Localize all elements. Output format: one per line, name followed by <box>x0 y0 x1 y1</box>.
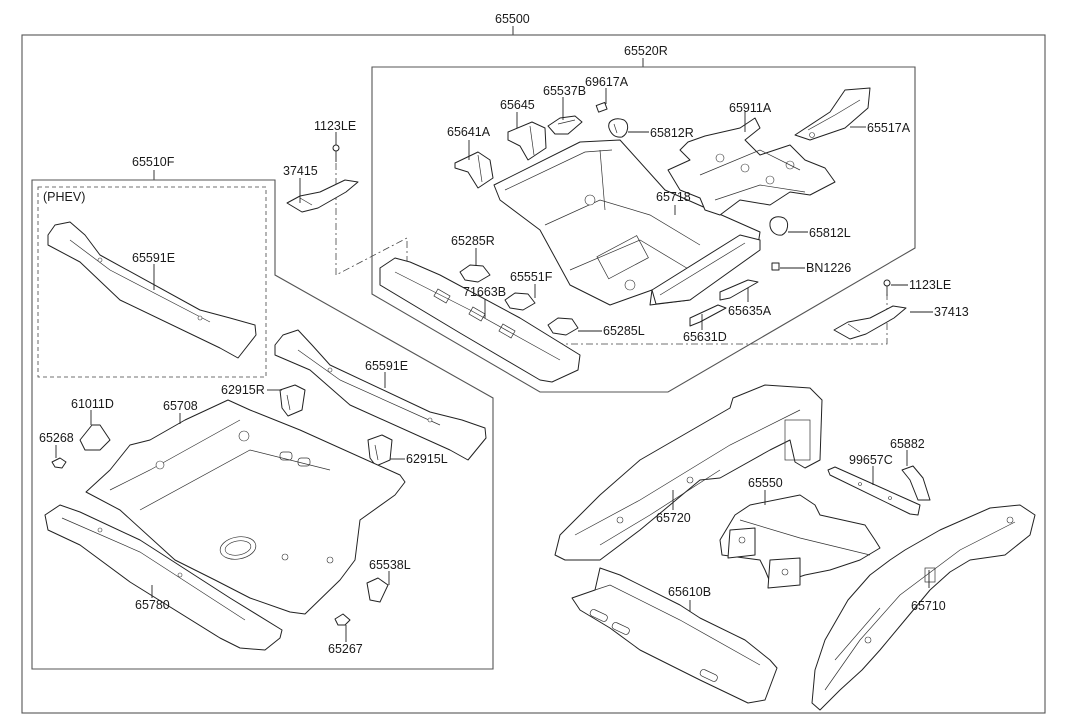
label-65591E-phev: 65591E <box>132 251 175 265</box>
part-65911A-crossmember[interactable] <box>667 117 836 216</box>
label-65635A: 65635A <box>728 304 772 318</box>
label-37413: 37413 <box>934 305 969 319</box>
part-65710-side-member[interactable] <box>811 504 1036 711</box>
label-BN1226: BN1226 <box>806 261 851 275</box>
part-65537B[interactable] <box>547 115 583 135</box>
mount-reference-line-left <box>335 163 408 280</box>
label-65285L: 65285L <box>603 324 645 338</box>
part-37413-bracket[interactable] <box>833 305 907 340</box>
label-65285R: 65285R <box>451 234 495 248</box>
part-99657C[interactable] <box>827 466 921 516</box>
part-65285L[interactable] <box>547 317 579 336</box>
part-65635A[interactable] <box>719 279 759 301</box>
label-62915R: 62915R <box>221 383 265 397</box>
part-65780-rear-crossmember[interactable] <box>44 504 283 651</box>
part-65645[interactable] <box>507 121 547 161</box>
part-65812L[interactable] <box>769 216 789 236</box>
label-65645: 65645 <box>500 98 535 112</box>
label-99657C: 99657C <box>849 453 893 467</box>
part-65268-clip[interactable] <box>51 457 67 469</box>
label-65812R: 65812R <box>650 126 694 140</box>
label-37415: 37415 <box>283 164 318 178</box>
part-65538L[interactable] <box>366 577 389 603</box>
part-65267-clip[interactable] <box>334 613 351 626</box>
part-62915R[interactable] <box>279 384 306 417</box>
part-65591E[interactable] <box>274 329 487 461</box>
group-frame-65510F <box>31 170 494 670</box>
part-71663B-rail[interactable] <box>379 257 581 383</box>
label-65720: 65720 <box>656 511 691 525</box>
part-65591E-phev[interactable] <box>47 221 257 359</box>
part-BN1226-nut[interactable] <box>771 262 780 271</box>
label-1123LE-upper: 1123LE <box>314 119 356 133</box>
part-65550-crossmember[interactable] <box>719 494 881 589</box>
label-65882: 65882 <box>890 437 925 451</box>
label-61011D: 61011D <box>71 397 114 411</box>
part-65610B-center-tunnel[interactable] <box>571 567 778 704</box>
label-65610B: 65610B <box>668 585 711 599</box>
part-65551F[interactable] <box>504 292 536 311</box>
part-1123LE-bolt-upper[interactable] <box>332 144 340 162</box>
label-65718: 65718 <box>656 190 691 204</box>
part-62915L[interactable] <box>367 434 393 467</box>
label-71663B: 71663B <box>463 285 506 299</box>
leader-lines <box>55 88 933 642</box>
label-65641A: 65641A <box>447 125 491 139</box>
label-69617A: 69617A <box>585 75 629 89</box>
label-65500: 65500 <box>495 12 530 26</box>
part-69617A-clip[interactable] <box>595 101 608 113</box>
label-65710: 65710 <box>911 599 946 613</box>
phev-variant-box <box>37 186 267 378</box>
part-65641A[interactable] <box>454 151 494 189</box>
part-65631D[interactable] <box>689 304 727 327</box>
part-65718-center-floor[interactable] <box>493 139 761 306</box>
part-65708-rear-floor[interactable] <box>85 399 406 615</box>
label-62915L: 62915L <box>406 452 448 466</box>
part-65285R[interactable] <box>459 264 491 283</box>
part-65882[interactable] <box>901 465 931 501</box>
part-labels: 65500 65520R 65510F (PHEV) 1123LE 37415 … <box>39 12 969 656</box>
label-65812L: 65812L <box>809 226 851 240</box>
label-65708: 65708 <box>163 399 198 413</box>
part-1123LE-bolt-lower[interactable] <box>883 279 891 296</box>
label-1123LE-lower: 1123LE <box>909 278 951 292</box>
label-65268: 65268 <box>39 431 74 445</box>
label-65550: 65550 <box>748 476 783 490</box>
label-65510F: 65510F <box>132 155 175 169</box>
label-phev: (PHEV) <box>43 190 85 204</box>
label-65631D: 65631D <box>683 330 727 344</box>
label-65520R: 65520R <box>624 44 668 58</box>
label-65267: 65267 <box>328 642 363 656</box>
label-65551F: 65551F <box>510 270 553 284</box>
part-65720-side-member[interactable] <box>554 384 823 561</box>
part-65517A[interactable] <box>794 87 871 141</box>
label-65911A: 65911A <box>729 101 772 115</box>
assembly-frame-65500 <box>21 26 1046 714</box>
label-65537B: 65537B <box>543 84 586 98</box>
group-frame-65520R <box>371 58 916 393</box>
label-65538L: 65538L <box>369 558 411 572</box>
label-65517A: 65517A <box>867 121 911 135</box>
label-65780: 65780 <box>135 598 170 612</box>
part-65812R[interactable] <box>608 118 629 138</box>
part-61011D[interactable] <box>79 424 111 451</box>
part-37415-bracket[interactable] <box>286 179 359 213</box>
label-65591E: 65591E <box>365 359 408 373</box>
